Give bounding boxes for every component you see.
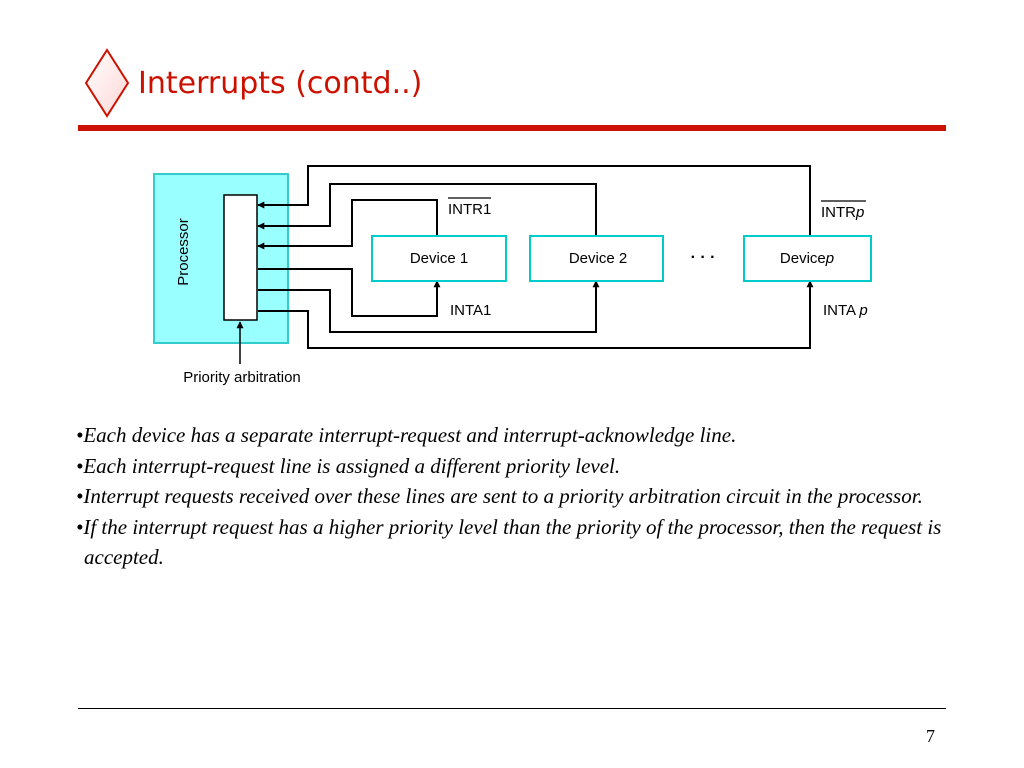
device-2-label: Device 2 <box>569 250 627 267</box>
arbitration-label: Priority arbitration <box>183 369 301 386</box>
bullet-item: •Interrupt requests received over these … <box>76 484 923 508</box>
intap-name: INTA <box>823 302 859 319</box>
device-p-name: Device <box>780 250 826 267</box>
intr-line-device-p <box>257 165 811 236</box>
device-p: Devicep <box>743 235 872 282</box>
inta1-label: INTA1 <box>450 302 491 319</box>
intrp-suffix: p <box>855 204 864 221</box>
inta-line-device-2 <box>258 280 600 333</box>
bullet-list: •Each device has a separate interrupt-re… <box>76 420 956 573</box>
intrp-name: INTR <box>821 204 856 221</box>
page-number: 7 <box>926 726 935 746</box>
inta-line-device-p <box>258 280 814 349</box>
priority-arbitration-circuit <box>223 194 258 321</box>
processor-block <box>153 173 289 344</box>
inta-line-device-1 <box>258 268 441 317</box>
intap-suffix: p <box>858 302 867 319</box>
intr-line-device-2 <box>257 183 597 236</box>
device-1: Device 1 <box>371 235 507 282</box>
device-p-suffix: p <box>825 250 834 267</box>
bullet-item: •Each device has a separate interrupt-re… <box>76 423 737 447</box>
device-1-label: Device 1 <box>410 250 468 267</box>
device-p-label: Devicep <box>780 250 834 267</box>
intr-line-device-1 <box>257 199 438 250</box>
red-diamond-icon <box>84 48 130 118</box>
slide-title: Interrupts (contd..) <box>138 66 423 101</box>
device-ellipsis: · · · <box>691 249 716 266</box>
bullet-item: •If the interrupt request has a higher p… <box>76 514 942 570</box>
device-2: Device 2 <box>529 235 664 282</box>
bullet-item: •Each interrupt-request line is assigned… <box>76 453 621 478</box>
intr1-label: INTR1 <box>448 201 491 218</box>
title-divider <box>78 125 946 131</box>
interrupt-priority-diagram: Processor Priority arbitration Device 1 … <box>153 165 872 386</box>
intrp-label: INTRp <box>821 204 864 221</box>
intap-label: INTA p <box>823 302 868 319</box>
footer-divider <box>78 708 946 709</box>
processor-label: Processor <box>175 218 192 286</box>
